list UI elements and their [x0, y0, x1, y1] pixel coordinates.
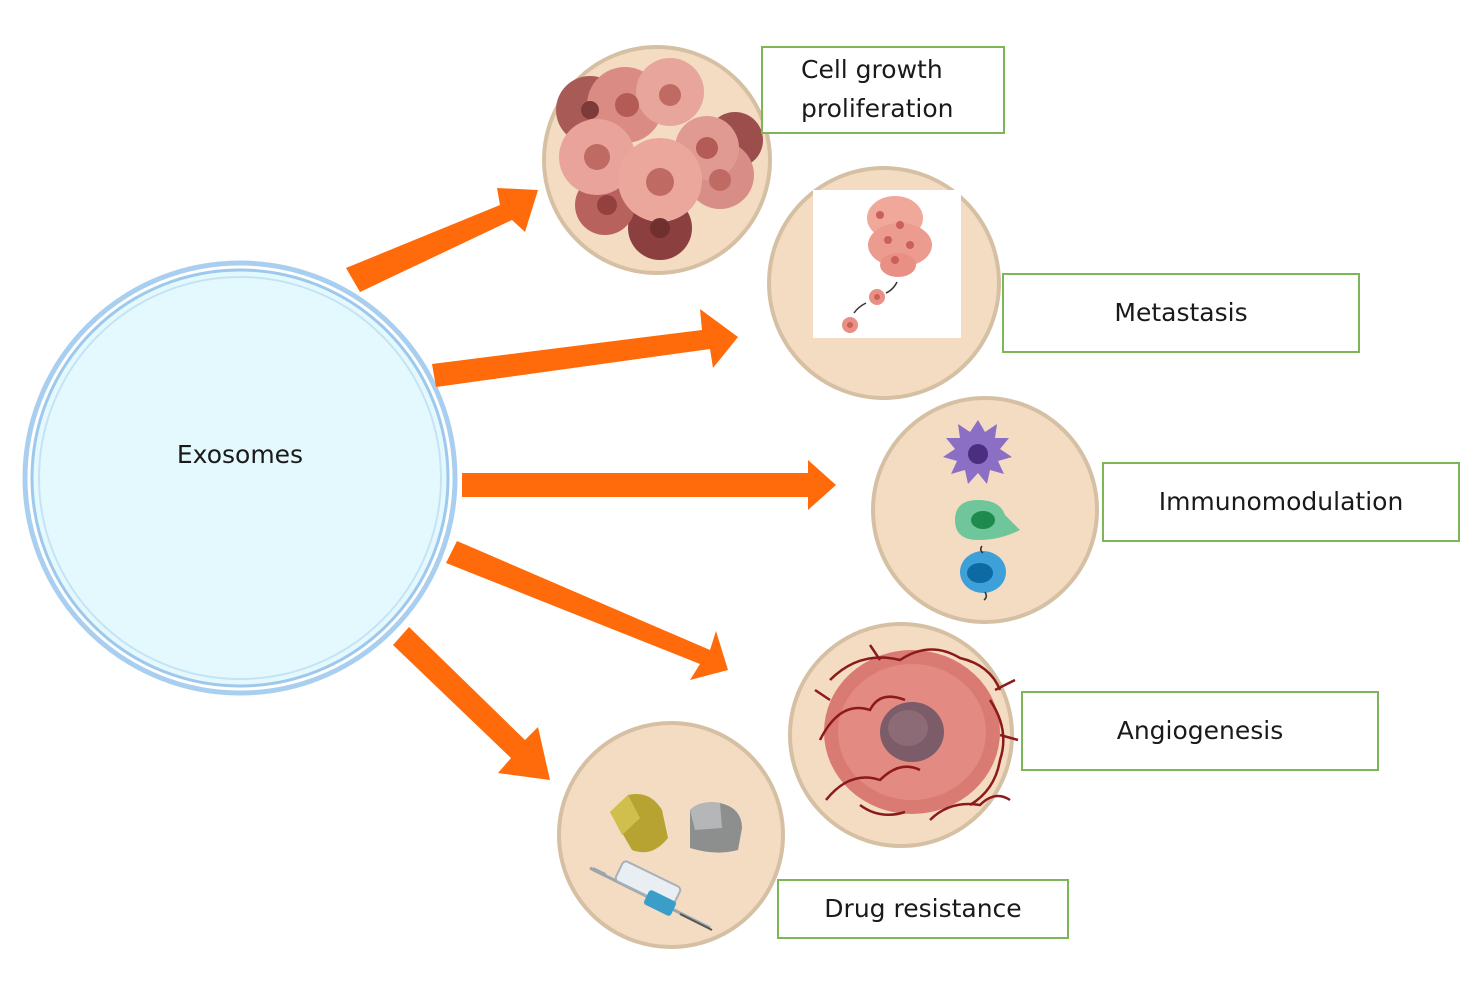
label-cell-growth: Cell growth proliferation: [761, 46, 1005, 134]
arrow-to-drug: [393, 627, 550, 780]
label-angiogenesis: Angiogenesis: [1021, 691, 1379, 771]
growth-dish: [542, 45, 772, 275]
arrow-to-metastasis: [432, 309, 738, 387]
arrow-to-angio: [446, 541, 728, 680]
label-metastasis: Metastasis: [1002, 273, 1360, 353]
label-immunomodulation: Immunomodulation: [1102, 462, 1460, 542]
tumor-vessels-icon: [814, 644, 1019, 821]
cancer-cell-cluster-icon: [556, 58, 763, 260]
angio-dish: [788, 622, 1019, 848]
exosomes-label: Exosomes: [176, 440, 304, 469]
immuno-dish: [871, 396, 1099, 624]
metastasis-dish: [767, 166, 1001, 400]
drug-dish: [557, 721, 785, 949]
immune-cells-icon: [943, 420, 1020, 601]
capsule-syringe-icon: [589, 794, 742, 931]
arrows: [346, 188, 836, 780]
label-drug-resistance: Drug resistance: [777, 879, 1069, 939]
arrow-to-growth: [346, 188, 538, 292]
exosome-circle: [22, 260, 458, 696]
arrow-to-immuno: [462, 460, 836, 510]
metastasis-icon: [842, 196, 932, 333]
